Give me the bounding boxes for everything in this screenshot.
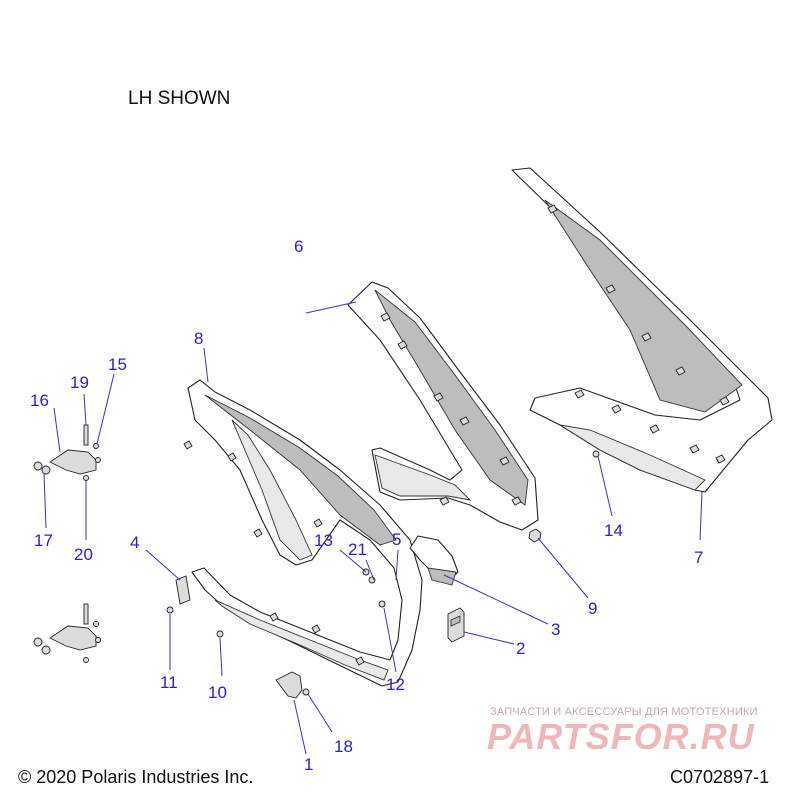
callout-21: 21 (348, 540, 367, 559)
callout-8: 8 (194, 329, 203, 348)
callout-labels: 1 2 3 4 5 6 7 8 9 10 11 12 13 14 15 16 1… (30, 237, 703, 774)
view-note: LH SHOWN (128, 88, 231, 109)
lower-hinge-assembly (33, 603, 101, 663)
callout-3: 3 (551, 620, 560, 639)
part-6-front-side-panel (347, 281, 539, 531)
callout-17: 17 (34, 531, 53, 550)
part-4-mount-bracket (175, 575, 191, 605)
callout-12: 12 (386, 675, 405, 694)
part-2-clip (447, 607, 465, 643)
callout-6: 6 (294, 237, 303, 256)
callout-20: 20 (74, 545, 93, 564)
small-fasteners (166, 450, 600, 696)
callout-11: 11 (160, 673, 178, 692)
callout-13: 13 (314, 531, 333, 550)
callout-5: 5 (392, 530, 401, 549)
figure-id: C0702897-1 (670, 767, 770, 787)
copyright-notice: © 2020 Polaris Industries Inc. (18, 767, 254, 787)
callout-2: 2 (516, 639, 525, 658)
callout-leader-lines (43, 301, 703, 755)
callout-4: 4 (130, 533, 139, 552)
watermark-subtitle: ЗАПЧАСТИ И АКСЕССУАРЫ ДЛЯ МОТОТЕХНИКИ (490, 706, 758, 718)
part-8-lower-fairing-frame (183, 379, 423, 687)
callout-19: 19 (70, 373, 89, 392)
part-3-latch-bracket (409, 535, 459, 586)
callout-18: 18 (334, 737, 353, 756)
callout-9: 9 (588, 599, 597, 618)
callout-14: 14 (604, 521, 623, 540)
upper-hinge-assembly (33, 424, 101, 481)
callout-16: 16 (30, 391, 49, 410)
callout-7: 7 (694, 548, 703, 567)
callout-15: 15 (108, 355, 127, 374)
callout-1: 1 (304, 755, 313, 774)
callout-10: 10 (208, 683, 227, 702)
part-1-lower-bracket (275, 671, 303, 699)
part-7-rear-side-panel (511, 167, 773, 493)
watermark-brand: PARTSFOR.RU (487, 716, 755, 757)
